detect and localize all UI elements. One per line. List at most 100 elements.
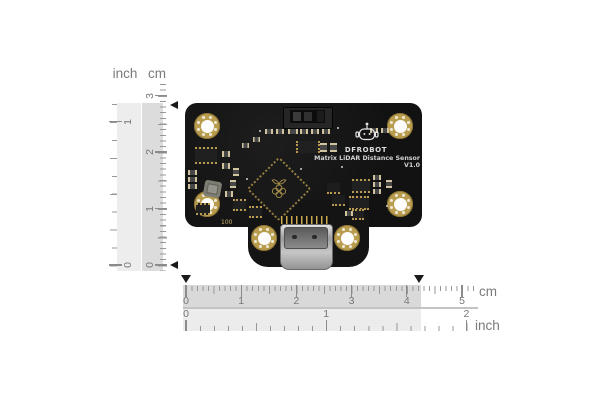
castellation-dot xyxy=(201,115,205,119)
bottom-ruler-divider xyxy=(183,307,478,309)
left-ruler-inch-label: inch xyxy=(112,66,138,81)
castellation-dot xyxy=(258,245,262,249)
passive-component xyxy=(322,129,330,134)
ic-component xyxy=(349,196,369,210)
ic-component xyxy=(296,141,320,153)
dfrobot-logo-icon xyxy=(355,120,379,150)
castellation-dot xyxy=(209,115,213,119)
passive-component xyxy=(188,184,197,189)
bottom-ruler-cm-label: cm xyxy=(479,283,497,299)
bottom-ruler-inch-label: inch xyxy=(475,318,500,333)
castellation-dot xyxy=(336,240,340,244)
mounting-hole-bore xyxy=(393,197,407,211)
usb-rivet xyxy=(312,235,317,239)
castellation-dot xyxy=(407,206,411,210)
bottom-cm-number: 5 xyxy=(459,294,465,307)
left-cm-number: 2 xyxy=(144,149,156,155)
usb-c-recess xyxy=(284,227,328,249)
left-cm-number: 1 xyxy=(144,205,156,212)
passive-component xyxy=(311,129,319,134)
board-bottom-marker-icon xyxy=(170,261,178,269)
bottom-cm-tick xyxy=(351,285,353,297)
passive-component xyxy=(373,182,381,187)
passive-component xyxy=(188,177,197,182)
castellation-dot xyxy=(394,115,398,119)
via-dot xyxy=(341,166,343,168)
bottom-ruler-inch-half-ticks xyxy=(186,323,468,331)
via-dot xyxy=(246,178,248,180)
board-top-marker-icon xyxy=(170,100,178,109)
left-cm-tick xyxy=(155,264,167,266)
castellation-dot xyxy=(214,206,218,210)
via-dot xyxy=(337,127,339,129)
bottom-cm-number: 0 xyxy=(183,294,189,307)
bottom-cm-number: 3 xyxy=(348,294,355,307)
castellation-dot xyxy=(394,211,398,215)
board-marking-text: 100 xyxy=(221,219,233,226)
left-inch-number: 0 xyxy=(122,262,134,268)
castellation-dot xyxy=(402,193,406,197)
castellation-dot xyxy=(402,115,406,119)
passive-component xyxy=(345,211,353,216)
passive-component xyxy=(188,170,197,175)
passive-component xyxy=(381,128,389,133)
mounting-hole-bore xyxy=(393,119,407,133)
castellation-dot xyxy=(402,133,406,137)
via-dot xyxy=(259,130,261,132)
bottom-cm-tick xyxy=(240,285,242,297)
castellation-dot xyxy=(196,120,200,124)
ic-component xyxy=(332,195,345,206)
castellation-dot xyxy=(214,128,218,132)
left-ruler-inch-strip xyxy=(117,103,141,271)
passive-component xyxy=(222,163,230,169)
left-ruler-cm-half-ticks xyxy=(158,95,167,267)
passive-component xyxy=(265,129,273,134)
passive-component xyxy=(230,180,236,188)
passive-component xyxy=(233,168,239,176)
castellation-dot xyxy=(196,198,200,202)
castellation-dot xyxy=(349,245,353,249)
ic-component xyxy=(249,206,262,218)
left-ruler-cm-label: cm xyxy=(148,66,166,81)
crystal-oscillator xyxy=(202,179,223,199)
top-connector-key xyxy=(304,112,312,121)
left-inch-number: 1 xyxy=(122,118,134,125)
left-cm-number: 0 xyxy=(144,262,156,268)
left-cm-tick xyxy=(155,151,167,153)
bottom-inch-tick xyxy=(325,319,327,332)
via-dot xyxy=(300,168,302,170)
left-cm-number: 3 xyxy=(144,92,156,99)
left-cm-tick xyxy=(155,94,167,97)
ic-component xyxy=(196,203,210,215)
brand-text: DFROBOT xyxy=(344,145,388,154)
castellation-dot xyxy=(389,198,393,202)
mounting-hole-bore xyxy=(200,119,214,133)
castellation-dot xyxy=(407,128,411,132)
bottom-inch-number: 2 xyxy=(463,308,470,320)
passive-component xyxy=(225,191,233,197)
castellation-dot xyxy=(214,120,218,124)
castellation-dot xyxy=(253,240,257,244)
castellation-dot xyxy=(214,198,218,202)
castellation-dot xyxy=(253,232,257,236)
bottom-inch-number: 0 xyxy=(183,308,189,320)
ic-component xyxy=(233,199,246,211)
passive-component xyxy=(373,189,381,194)
mcu-chip xyxy=(246,156,312,222)
passive-component xyxy=(320,143,327,152)
castellation-dot xyxy=(201,133,205,137)
castellation-dot xyxy=(389,206,393,210)
left-inch-tick xyxy=(109,120,122,123)
bottom-cm-number: 1 xyxy=(238,294,245,307)
passive-component xyxy=(373,175,381,180)
bottom-inch-tick xyxy=(465,319,467,332)
castellation-dot xyxy=(271,240,275,244)
castellation-dot xyxy=(196,128,200,132)
usb-solder-pins xyxy=(281,216,330,224)
passive-component xyxy=(253,137,260,142)
castellation-dot xyxy=(407,198,411,202)
mounting-hole-bore xyxy=(340,231,354,245)
passive-component xyxy=(386,180,392,188)
left-cm-tick xyxy=(155,207,167,210)
